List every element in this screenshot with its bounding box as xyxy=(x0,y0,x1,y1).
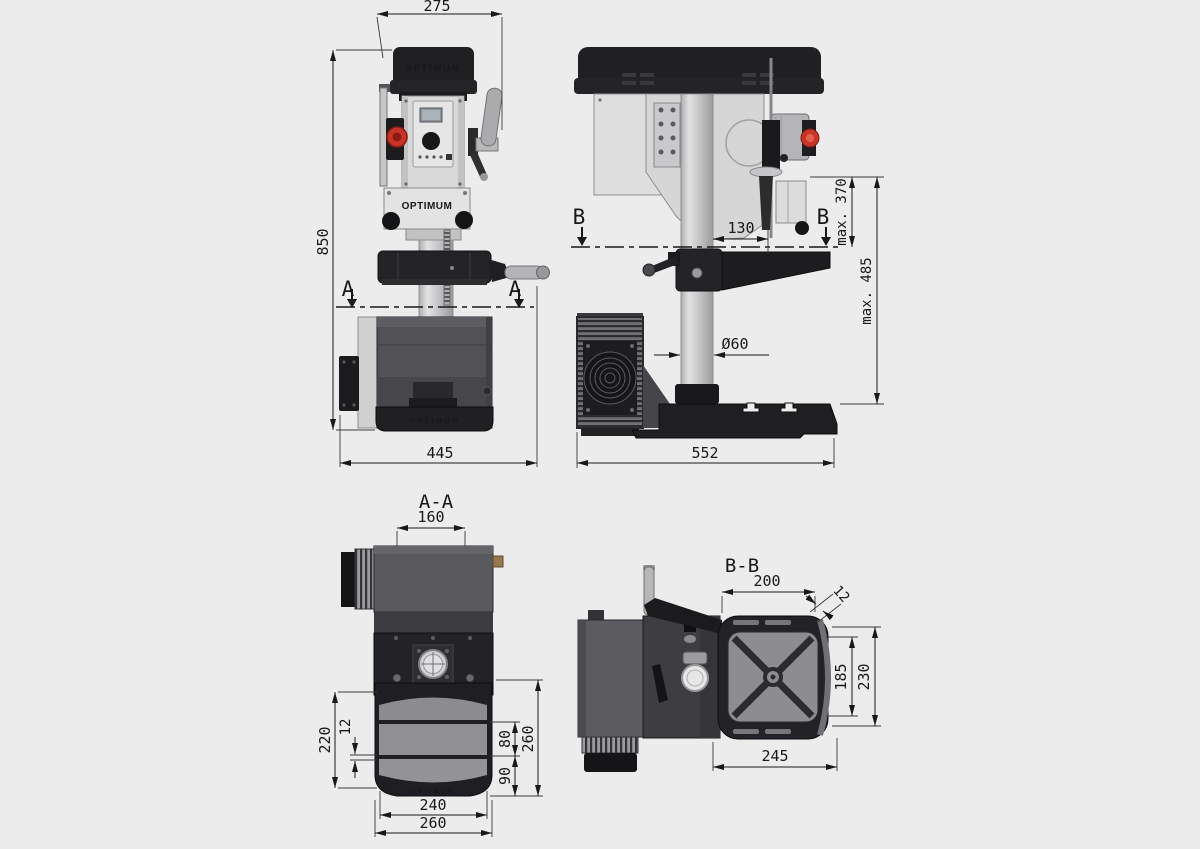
section-aa-view: A-A OPTIMUM xyxy=(316,491,543,837)
front-cap-brand: OPTIMUM xyxy=(405,63,462,73)
bb-body xyxy=(642,615,721,739)
side-fan-box xyxy=(576,313,670,436)
dim-80-label: 80 xyxy=(496,730,514,748)
section-bb-title: B-B xyxy=(725,555,759,577)
dim-max-370: max. 370 xyxy=(810,176,884,247)
dim-total-height-label: 850 xyxy=(314,228,332,255)
clamp-lever xyxy=(652,664,668,703)
dim-bb-245: 245 xyxy=(712,738,838,771)
dim-aa-240: 240 xyxy=(379,791,488,819)
front-base-brand: OPTIMUM xyxy=(410,418,461,425)
aa-base-plate: OPTIMUM xyxy=(374,682,493,797)
section-marker-b-right: B xyxy=(817,205,830,229)
dim-240-label: 240 xyxy=(419,796,446,814)
dim-d60-label: Ø60 xyxy=(721,335,748,353)
dim-200-label: 200 xyxy=(753,572,780,590)
dim-base-width-label: 445 xyxy=(426,444,453,462)
side-view: B B 130 max. 370 max. 485 Ø60 xyxy=(571,47,884,468)
dim-160-label: 160 xyxy=(417,508,444,526)
control-panel xyxy=(412,100,454,168)
dim-bb-185: 185 xyxy=(826,636,858,717)
dim-260-side-label: 260 xyxy=(519,725,537,752)
dim-230-label: 230 xyxy=(855,663,873,690)
dim-aa-260-bottom: 260 xyxy=(374,800,493,837)
dim-aa-260-side: 260 xyxy=(496,679,543,796)
section-marker-b-left: B xyxy=(573,205,586,229)
aa-base-brand: OPTIMUM xyxy=(411,788,456,795)
column-bore-bb xyxy=(681,664,709,692)
dim-12-label: 12 xyxy=(338,719,354,736)
dim-head-width-label: 275 xyxy=(423,0,450,15)
dim-head-width: 275 xyxy=(376,0,503,130)
dim-aa-12: 12 xyxy=(338,719,377,778)
emergency-stop-front xyxy=(386,118,408,160)
dim-aa-80: 80 xyxy=(490,721,520,757)
dim-total-height: 850 xyxy=(314,49,392,431)
front-head: OPTIMUM xyxy=(379,47,503,241)
dim-90-label: 90 xyxy=(496,767,514,785)
front-view: OPTIMUM xyxy=(314,0,550,467)
head-bracket: OPTIMUM xyxy=(382,187,473,230)
dim-220-label: 220 xyxy=(316,726,334,753)
side-arm xyxy=(642,248,831,292)
dim-245-label: 245 xyxy=(761,747,788,765)
section-line-aa: A A xyxy=(336,277,534,308)
bb-motor xyxy=(577,610,644,772)
dim-185-label: 185 xyxy=(832,663,850,690)
feed-handle-front xyxy=(468,87,503,181)
aa-motor xyxy=(341,548,375,610)
dim-aa-160: 160 xyxy=(396,508,466,546)
aa-body xyxy=(373,545,504,696)
dim-base-width: 445 xyxy=(339,286,538,467)
dim-column-diameter: Ø60 xyxy=(654,335,769,358)
dim-spindle-to-column: 130 xyxy=(713,219,769,253)
front-table-box: OPTIMUM xyxy=(339,316,494,432)
section-aa-title: A-A xyxy=(419,491,454,513)
dim-aa-90: 90 xyxy=(490,756,543,797)
dim-130-label: 130 xyxy=(727,219,754,237)
emergency-stop-side xyxy=(800,120,820,156)
dim-bb-230: 230 xyxy=(832,626,881,727)
bb-table xyxy=(717,615,831,740)
table-clamp-front xyxy=(377,250,550,285)
section-bb-view: B-B xyxy=(577,555,881,772)
dim-bb-200: 200 xyxy=(721,572,816,613)
dim-aa-220: 220 xyxy=(316,691,377,789)
dim-552-label: 552 xyxy=(691,444,718,462)
dim-260-bottom-label: 260 xyxy=(419,814,446,832)
section-line-bb: B B xyxy=(571,205,838,248)
side-base xyxy=(631,402,838,439)
front-head-brand: OPTIMUM xyxy=(402,201,453,212)
dim-base-depth: 552 xyxy=(576,432,835,468)
dim-max-485-label: max. 485 xyxy=(859,257,875,324)
side-column xyxy=(675,93,719,404)
bb-handle xyxy=(643,565,722,634)
chuck-and-guard xyxy=(759,176,809,235)
dim-bb-12-label: 12 xyxy=(829,583,852,606)
dim-max-370-label: max. 370 xyxy=(834,178,850,245)
dim-max-485: max. 485 xyxy=(840,177,884,405)
